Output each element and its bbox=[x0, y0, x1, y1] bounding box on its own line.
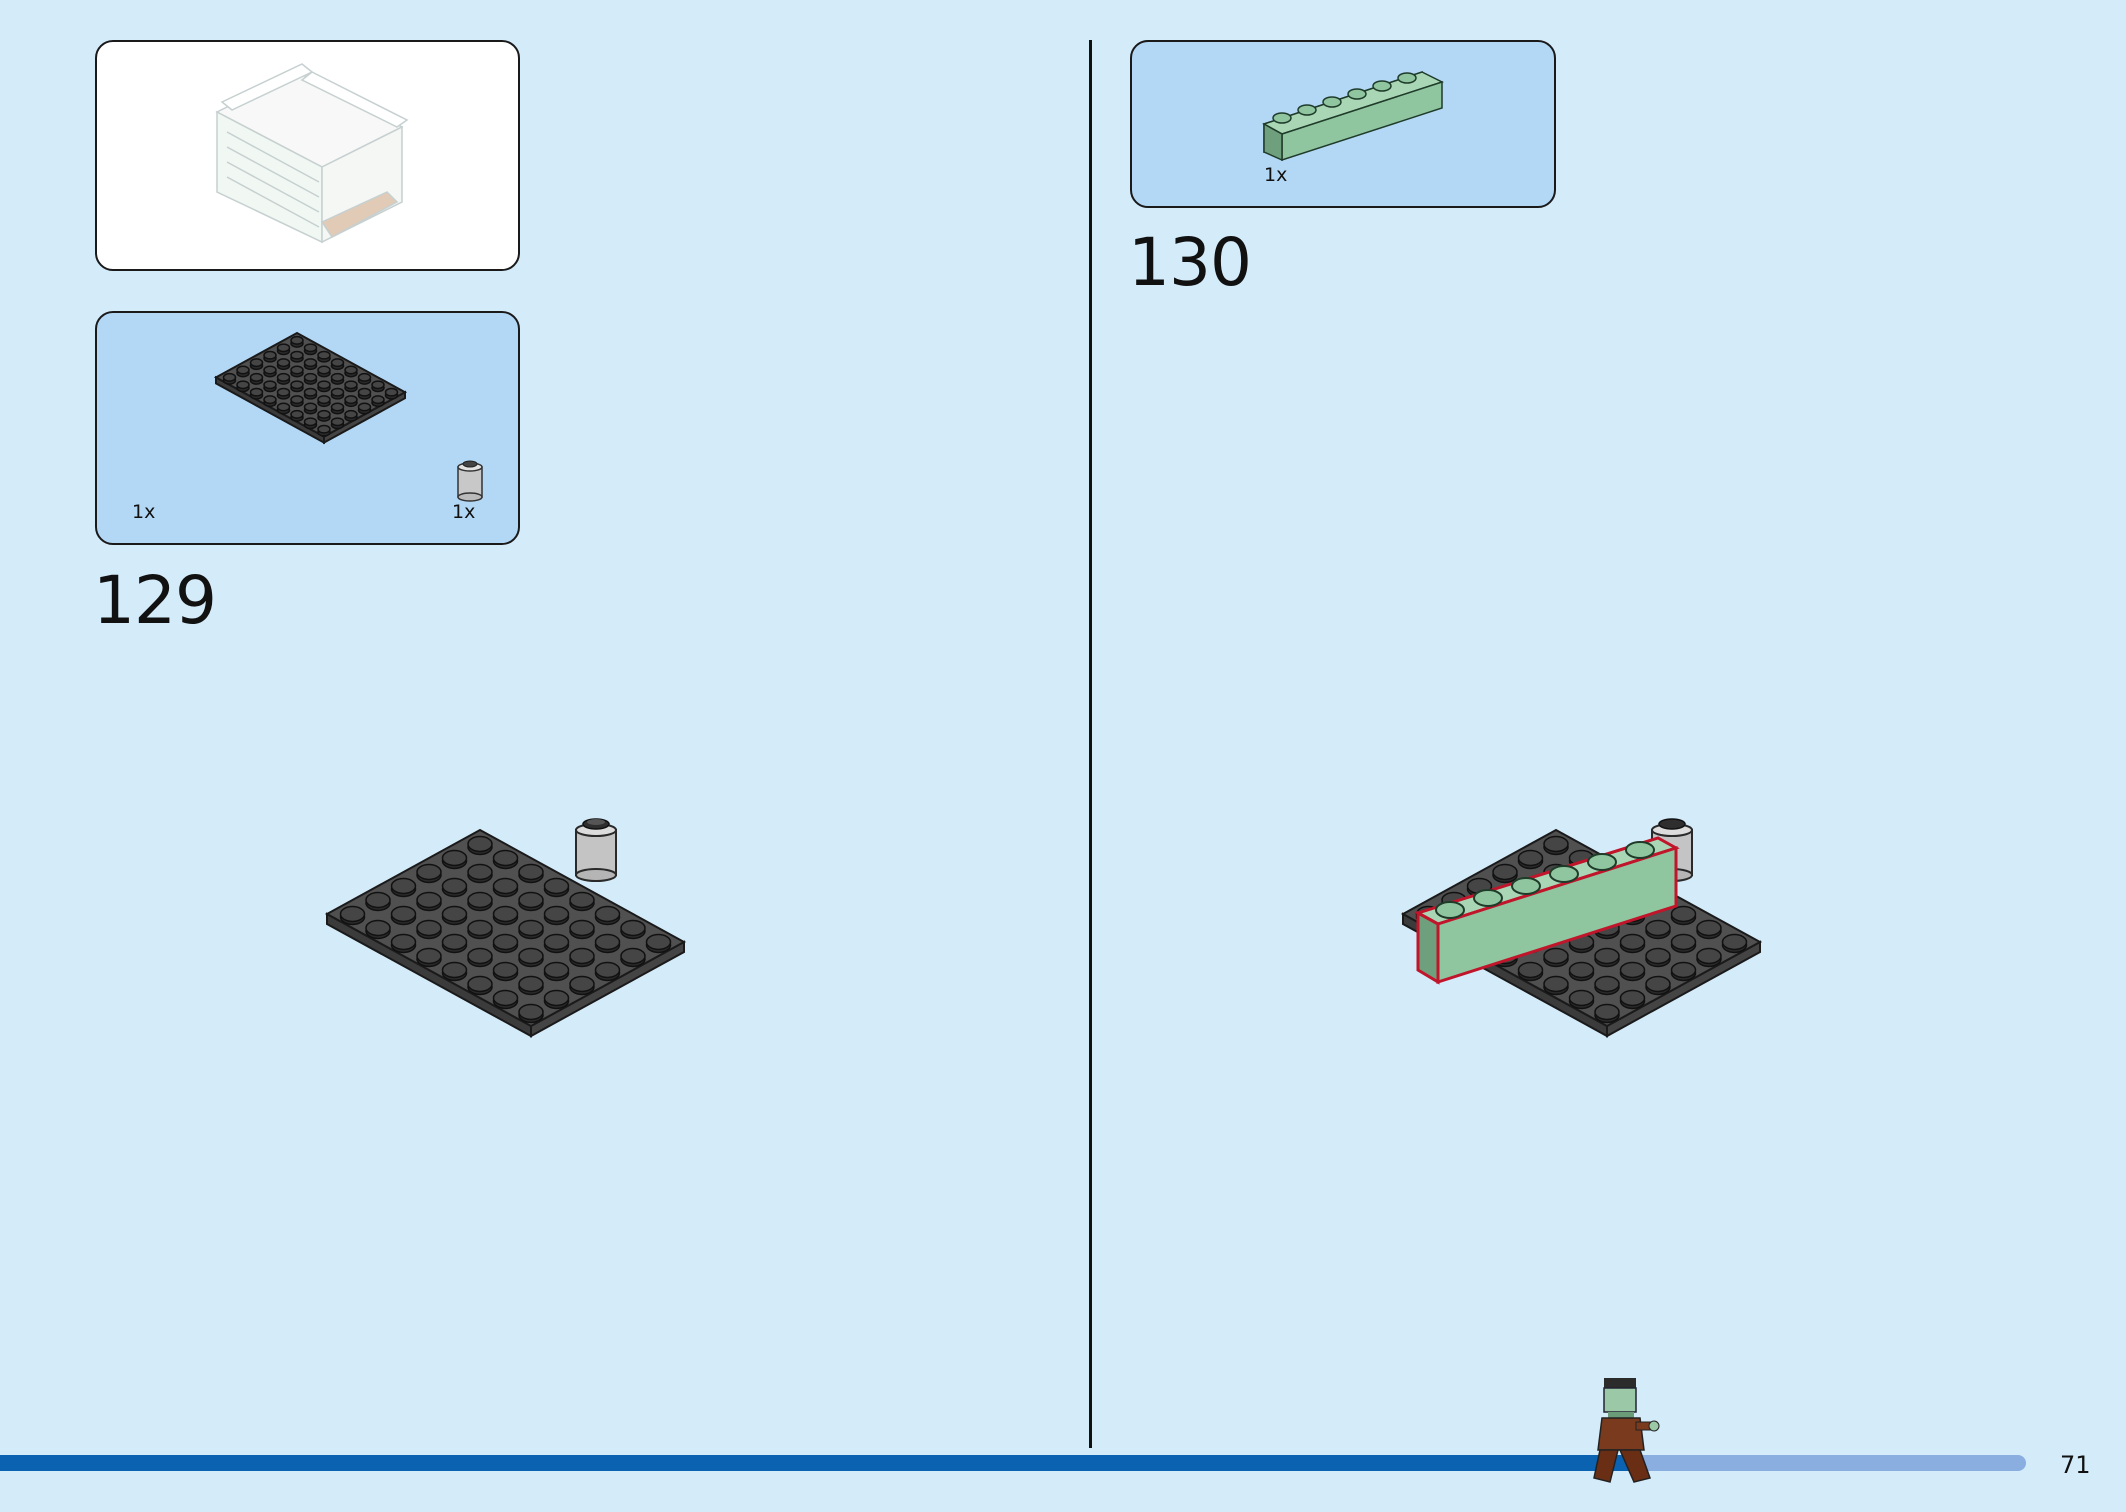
house-model-icon bbox=[215, 63, 409, 244]
step-number: 130 bbox=[1128, 224, 1252, 301]
model-overview-callout bbox=[95, 40, 520, 271]
quantity-label: 1x bbox=[452, 501, 476, 523]
parts-callout-step-130: 1x bbox=[1130, 40, 1556, 208]
progress-bar bbox=[0, 1455, 1642, 1471]
plate-6x8-icon bbox=[213, 331, 408, 445]
step-129-assembly-plate bbox=[324, 828, 687, 1038]
brick-1x6-sand-green-new bbox=[1414, 836, 1680, 985]
brick-1x6-sand-green-icon bbox=[1262, 70, 1444, 162]
quantity-label: 1x bbox=[1264, 164, 1288, 186]
parts-callout-step-129: 1x 1x bbox=[95, 311, 520, 545]
round-brick-icon bbox=[457, 460, 483, 502]
page-divider bbox=[1089, 40, 1092, 1448]
quantity-label: 1x bbox=[132, 501, 156, 523]
minifigure-walking-icon bbox=[1593, 1378, 1660, 1483]
page-number: 71 bbox=[2060, 1451, 2091, 1479]
round-brick-icon bbox=[575, 818, 617, 882]
step-number: 129 bbox=[93, 562, 217, 639]
